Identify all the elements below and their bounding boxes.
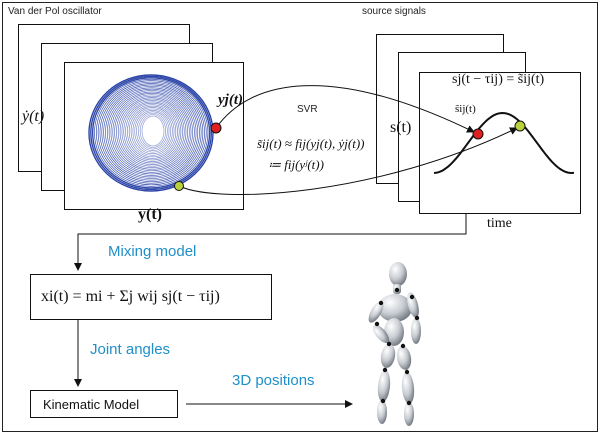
- limit-cycle-ring: [112, 93, 192, 172]
- diagram-frame: [2, 2, 598, 432]
- limit-cycle-ring: [88, 74, 214, 192]
- arrow-red-to-source: [215, 85, 475, 133]
- limit-cycle-ring: [116, 95, 189, 169]
- joint-angles-label: Joint angles: [90, 341, 171, 358]
- limit-cycle-ring: [139, 114, 167, 148]
- limit-cycle-ring: [123, 101, 182, 162]
- source-card-front: [419, 72, 581, 214]
- limit-cycle-ring: [110, 91, 194, 173]
- limit-cycle-ring: [132, 108, 173, 155]
- vdp-card-front: [64, 62, 244, 210]
- limit-cycle-ring: [117, 97, 187, 167]
- robot-figure-icon: [368, 262, 421, 426]
- red-state-dot: [210, 122, 222, 134]
- delay-equation: sj(t − τij) = s̃ij(t): [452, 72, 545, 87]
- mixing-equation-box: xi(t) = mi + Σj wij sj(t − τij): [30, 274, 272, 320]
- limit-cycle-ring: [106, 88, 197, 176]
- green-signal-dot: [514, 120, 526, 132]
- limit-cycle-ring: [130, 107, 175, 156]
- sij-label: s̃ij(t): [455, 103, 476, 115]
- limit-cycle-ring: [105, 87, 199, 178]
- limit-cycle-ring: [101, 84, 202, 181]
- source-title: source signals: [362, 6, 426, 17]
- svr-label: SVR: [297, 104, 318, 115]
- red-signal-dot: [472, 128, 484, 140]
- limit-cycle-ring: [95, 80, 207, 186]
- green-state-dot: [174, 181, 184, 191]
- yj-label: yj(t): [218, 92, 243, 108]
- 3d-positions-label: 3D positions: [232, 372, 315, 389]
- mixing-equation: xi(t) = mi + Σj wij sj(t − τij): [41, 288, 220, 305]
- limit-cycle-ring: [137, 112, 168, 150]
- svr-equation-1: s̃ij(t) ≈ fij(yj(t), ẏj(t)): [257, 136, 365, 151]
- limit-cycle-ring: [141, 115, 165, 147]
- limit-cycle-ring: [125, 102, 180, 161]
- limit-cycle-ring: [128, 105, 177, 158]
- sine-wave-plot: [433, 111, 575, 175]
- limit-cycle-ring: [121, 100, 183, 164]
- vdp-title: Van der Pol oscillator: [8, 6, 102, 17]
- y-bold-label: y(t): [138, 206, 162, 223]
- kinematic-model-label: Kinematic Model: [43, 397, 140, 412]
- limit-cycle-ring: [97, 81, 205, 184]
- limit-cycle-ring: [94, 78, 209, 187]
- limit-cycle-ring: [99, 83, 204, 183]
- limit-cycle-ring: [134, 109, 172, 153]
- flow-source-to-mixing: [74, 214, 467, 271]
- time-label: time: [487, 216, 512, 231]
- limit-cycle-rings: [88, 74, 214, 192]
- arrow-green-to-source: [178, 127, 518, 195]
- s-label: s(t): [390, 119, 412, 136]
- svr-equation-2: ≔ fij(yʲ(t)): [268, 157, 324, 172]
- limit-cycle-ring: [91, 77, 211, 189]
- limit-cycle-ring: [103, 85, 200, 179]
- limit-cycle-ring: [127, 104, 178, 159]
- limit-cycle-ring: [136, 111, 170, 152]
- mixing-model-label: Mixing model: [108, 243, 197, 260]
- limit-cycle-ring: [108, 90, 195, 175]
- limit-cycle-ring: [114, 94, 190, 170]
- sine-wave: [433, 111, 575, 175]
- limit-cycle-ring: [90, 75, 213, 191]
- kinematic-model-box: Kinematic Model: [30, 390, 178, 418]
- limit-cycle-plot: [88, 74, 214, 192]
- ydot-label: ẏ(t): [22, 108, 45, 125]
- limit-cycle-ring: [119, 98, 185, 165]
